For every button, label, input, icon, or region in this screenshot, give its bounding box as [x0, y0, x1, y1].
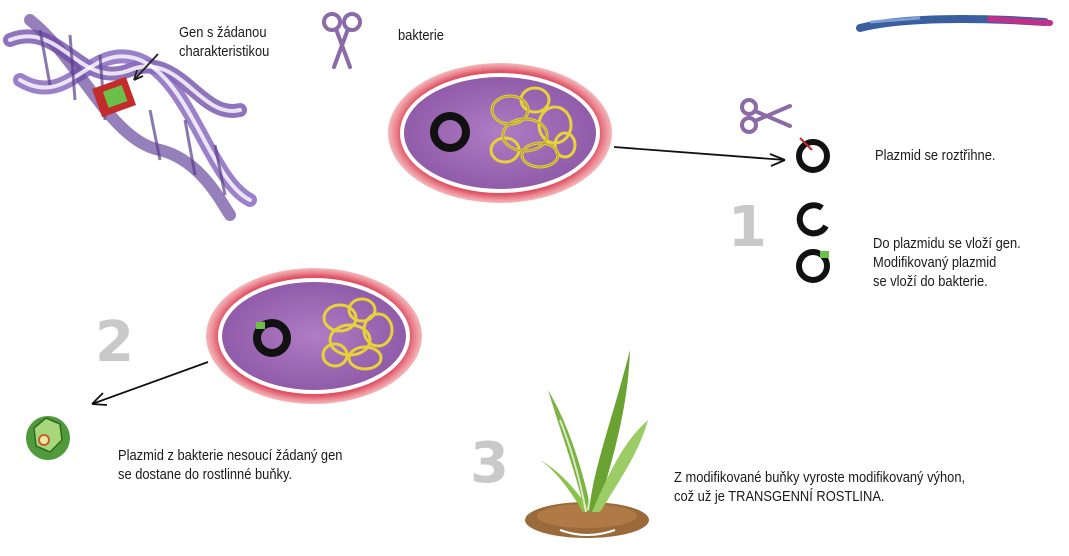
step-number-1: 1 — [728, 200, 767, 256]
step1b-line-3: se vloží do bakterie. — [873, 272, 1021, 291]
plant-cell-icon — [26, 416, 70, 460]
step2-line-1: Plazmid z bakterie nesoucí žádaný gen — [118, 446, 342, 465]
bacterium-icon — [206, 268, 422, 404]
pen-icon — [860, 18, 1050, 28]
arrow-to-plasmid — [614, 147, 785, 160]
step1a-label: Plazmid se roztřihne. — [875, 146, 995, 165]
bacteria-label: bakterie — [398, 26, 444, 45]
bacterium-icon — [388, 63, 612, 203]
step1b-line-1: Do plazmidu se vloží gen. — [873, 234, 1021, 253]
step1b-line-2: Modifikovaný plazmid — [873, 253, 1021, 272]
step-number-2: 2 — [95, 315, 134, 371]
seedling-icon — [525, 350, 649, 538]
scissors-icon — [742, 100, 790, 132]
step3-line-1: Z modifikované buňky vyroste modifikovan… — [674, 468, 965, 487]
step2-line-2: se dostane do rostlinné buňky. — [118, 465, 342, 484]
step-number-3: 3 — [470, 436, 509, 492]
step1a-label-text: Plazmid se roztřihne. — [875, 147, 995, 164]
bacteria-label-text: bakterie — [398, 27, 444, 44]
step1b-label: Do plazmidu se vloží gen. Modifikovaný p… — [873, 234, 1021, 291]
plasmid-icon — [799, 142, 827, 170]
step2-label: Plazmid z bakterie nesoucí žádaný gen se… — [118, 446, 342, 484]
gene-green-block — [820, 251, 829, 258]
gene-label-line-2: charakteristikou — [179, 42, 269, 61]
plasmid-icon — [800, 205, 826, 233]
gene-label-line-1: Gen s žádanou — [179, 23, 269, 42]
gene-green-block — [256, 322, 265, 329]
step3-line-2: což už je TRANSGENNÍ ROSTLINA. — [674, 487, 965, 506]
gene-label: Gen s žádanou charakteristikou — [179, 23, 269, 61]
scissors-icon — [324, 14, 360, 67]
step3-label: Z modifikované buňky vyroste modifikovan… — [674, 468, 965, 506]
